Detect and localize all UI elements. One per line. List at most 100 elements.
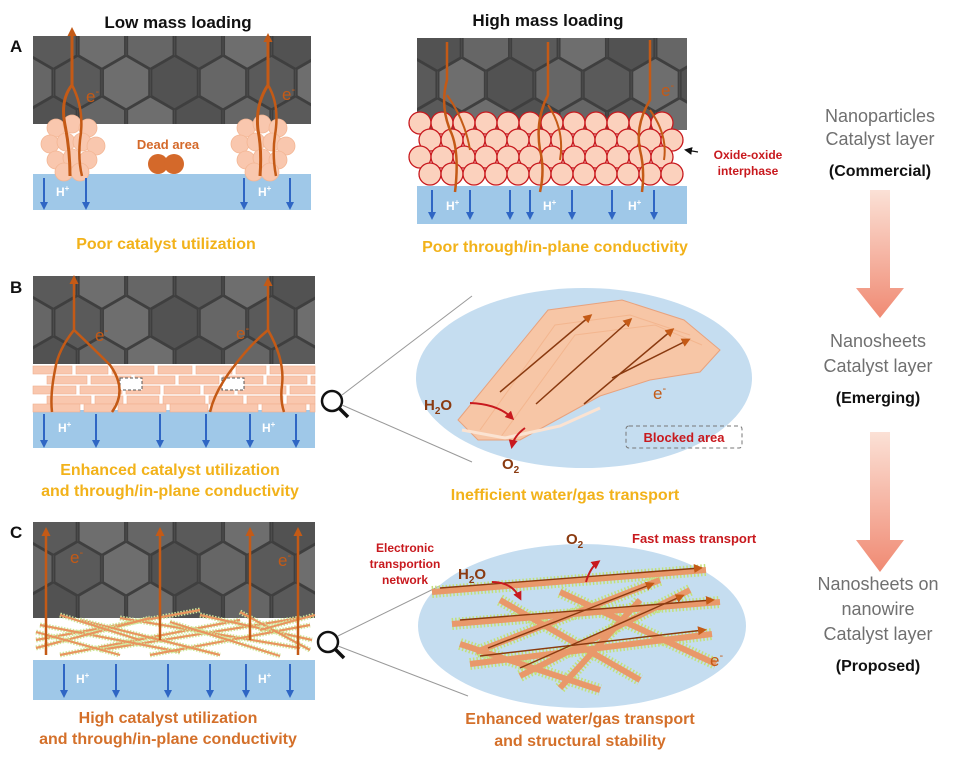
nanowire [59,613,141,642]
electron-transport-arrow [519,594,685,669]
sidebar-stage-1-line2: Catalyst layer [825,129,934,149]
caption-enhanced-utilization-2: and through/in-plane conductivity [41,483,299,500]
nanosheet [266,375,308,385]
progression-arrow [856,190,904,318]
nanowire-network [431,563,721,696]
sidebar-stage-3-line2: nanowire [841,599,914,619]
nanoparticle [252,114,272,134]
nanowire [169,620,281,658]
electron-path [73,329,121,413]
panel-a-low-loading: Dead area e- e- H+ H+ [33,27,311,210]
water-arrow [469,402,515,421]
panel-label-a: A [10,37,22,56]
catalyst-support-hexagon [53,541,102,596]
catalyst-support-hexagon [223,36,271,70]
nanosheet [310,375,316,385]
catalyst-support-hexagon [33,276,78,310]
catalyst-support-hexagon [271,36,311,70]
panel-label-b: B [10,278,22,297]
catalyst-support-hexagon [462,38,510,72]
catalyst-support-hexagon [78,95,126,124]
electron-transport-arrow [535,318,633,405]
proton-label: H+ [262,420,276,435]
electron-transport-arrow [439,563,703,589]
nanowire [459,641,601,693]
catalyst-support-hexagon [0,337,28,390]
nanoparticle-cluster [40,114,106,182]
sidebar-stage-3-tag: (Proposed) [836,658,920,675]
sidebar-stage-2-line2: Catalyst layer [823,356,932,376]
catalyst-support-hexagon [150,295,199,350]
electron-label: e- [278,550,291,570]
nanosheet [126,395,160,405]
panel-c-nanowires: e- e- H+ H+ [33,522,316,700]
catalyst-support-hexagon [175,335,223,364]
catalyst-support-hexagon [247,55,296,110]
nanosheet [309,403,316,413]
nanosheet [117,403,167,413]
panel-b-zoom: e- H2O O2 Blocked area [416,288,752,476]
electron-path [649,109,666,161]
nanosheet [178,375,220,385]
nanowire [557,597,643,691]
nanowire [451,599,721,627]
nanosheet [237,385,287,395]
nanosheet [157,365,193,375]
catalyst-support-hexagon [33,543,53,594]
catalyst-support-hexagon [175,581,223,618]
nanosheet [32,403,81,413]
catalyst-support-hexagon [607,38,655,72]
electron-label: e- [653,383,666,403]
nanoparticle [660,128,684,152]
catalyst-support-hexagon [175,95,223,124]
nanoparticle [616,162,640,186]
catalyst-support-hexagon [199,295,247,350]
catalyst-support-hexagon [199,541,247,596]
sidebar-stage-2-tag: (Emerging) [836,390,920,407]
catalyst-support-hexagon [102,295,150,350]
proton-label: H+ [258,671,272,686]
catalyst-support-hexagon [510,38,559,72]
catalyst-support-hexagon [680,66,687,103]
caption-poor-utilization: Poor catalyst utilization [76,236,256,253]
sidebar-progression: Nanoparticles Catalyst layer (Commercial… [817,106,938,675]
sidebar-stage-1-line1: Nanoparticles [825,106,935,126]
oxygen-arrow [508,427,526,449]
caption-enhanced-transport-2: and structural stability [494,733,666,750]
electron-label: e- [86,86,99,106]
catalyst-support-hexagon [126,276,175,310]
electron-label: e- [95,325,108,345]
catalyst-support-hexagon [126,581,175,618]
catalyst-support-hexagon [271,276,315,310]
nanowire [259,613,316,632]
catalyst-support-hexagon [223,522,271,556]
catalyst-support-hexagon [102,55,150,110]
water-label: H2O [458,566,486,586]
nanowire [35,630,121,657]
nanosheet [211,403,259,413]
catalyst-support-hexagon [175,36,223,70]
electron-path [266,329,286,413]
nanosheet [32,385,77,395]
panel-a-high-loading: e- H+ H+ H+ Oxide-oxide interphase [408,38,783,224]
nanowire [99,616,301,652]
nanoparticle [528,162,552,186]
sidebar-stage-1-tag: (Commercial) [829,163,931,180]
electron-label: e- [282,84,295,104]
nanoparticle [594,162,618,186]
network-label: transportion [370,557,441,571]
electron-path [50,282,76,413]
oxygen-label: O2 [502,456,520,476]
catalyst-support-hexagon [78,581,126,618]
catalyst-support-hexagon [33,36,78,70]
nanosheet [169,403,209,413]
nanowire-layer [33,607,316,660]
electron-label: e- [710,650,723,670]
hexagon-layer [33,522,315,618]
nanosheet [83,403,115,413]
progression-arrow [856,432,904,572]
nanoparticle [506,162,530,186]
catalyst-support-hexagon [486,57,534,112]
proton-label: H+ [76,671,90,686]
fast-transport-label: Fast mass transport [632,531,757,546]
